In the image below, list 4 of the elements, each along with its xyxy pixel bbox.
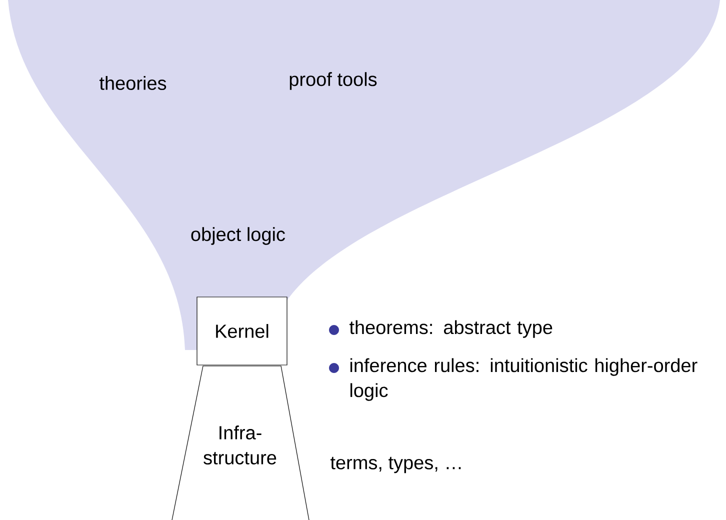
bullet-item: inference rules: intuitionistic higher-order logic [329,358,698,401]
bullet-item: theorems: abstract type [329,320,552,338]
kernel-box: Kernel [196,296,288,366]
note-text: terms, types, … [330,456,461,474]
